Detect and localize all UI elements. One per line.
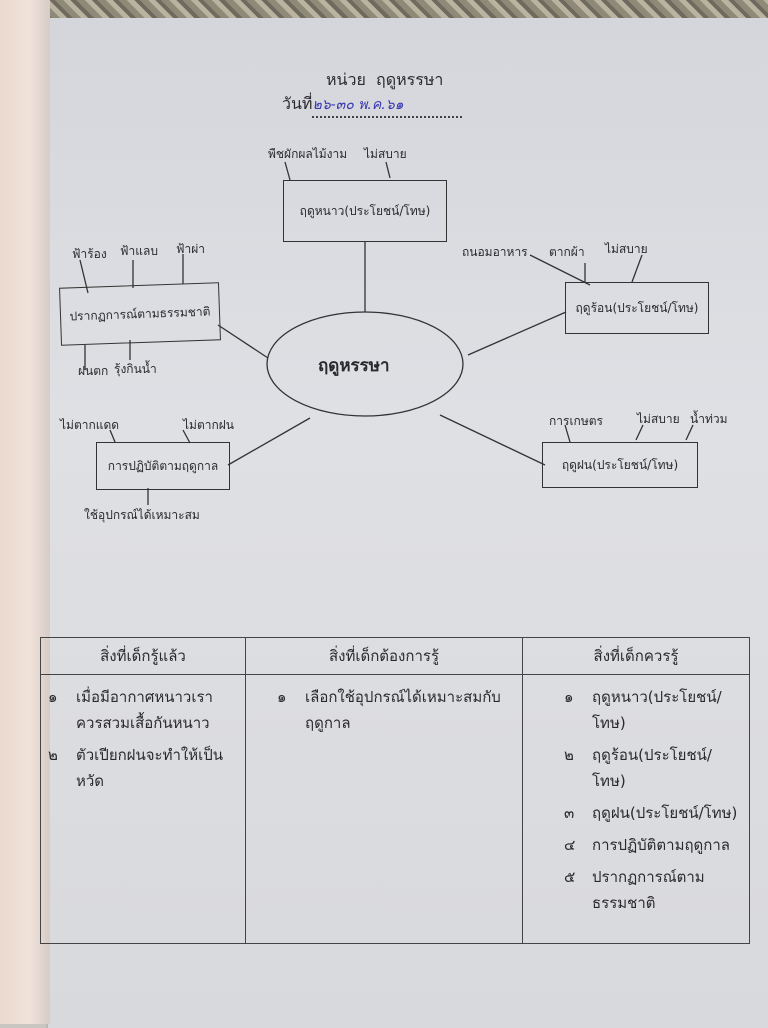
unit-label: หน่วย ฤดูหรรษา (326, 70, 444, 89)
list-item: ๑ฤดูหนาว(ประโยชน์/โทษ) (564, 688, 722, 732)
summer-leaf: ตากผ้า (549, 245, 585, 259)
list-item: ๕ปรากฏการณ์ตามธรรมชาติ (564, 868, 705, 912)
list-item: ๒ตัวเปียกฝนจะทำให้เป็นหวัด (48, 746, 223, 790)
nature-leaf: ฟ้าแลบ (120, 244, 158, 258)
rainy-leaf: ไม่สบาย (637, 412, 680, 426)
practice-box: การปฏิบัติตามฤดูกาล (96, 442, 230, 490)
practice-leaf: ใช้อุปกรณ์ได้เหมาะสม (84, 508, 200, 522)
practice-leaf: ไม่ตากแดด (60, 418, 120, 432)
summer-leaf: ไม่สบาย (605, 242, 648, 256)
nature-leaf: ฝนตก (78, 364, 109, 378)
kwl-table: สิ่งที่เด็กรู้แล้ว สิ่งที่เด็กต้องการรู้… (40, 637, 750, 944)
nature-leaf: ฟ้าผ่า (176, 242, 206, 256)
rainy-leaf: น้ำท่วม (690, 412, 728, 426)
summer-box: ฤดูร้อน(ประโยชน์/โทษ) (565, 282, 709, 334)
list-item: ๑เลือกใช้อุปกรณ์ได้เหมาะสมกับฤดูกาล (277, 688, 501, 732)
practice-leaf: ไม่ตากฝน (183, 418, 234, 432)
mindmap-lines (79, 161, 694, 505)
rainy-leaf: การเกษตร (549, 414, 603, 428)
table-header: สิ่งที่เด็กรู้แล้ว (40, 637, 246, 675)
nature-box: ปรากฏการณ์ตามธรรมชาติ (59, 282, 221, 346)
winter-leaf: ไม่สบาย (364, 147, 407, 161)
date-line: วันที่๒๖-๓๐ พ.ค.๖๑ (282, 92, 463, 118)
center-topic: ฤดูหรรษา (318, 356, 390, 376)
winter-leaf: พืชผักผลไม้งาม (268, 147, 348, 161)
should-cell: ๑ฤดูหนาว(ประโยชน์/โทษ) ๒ฤดูร้อน(ประโยชน์… (522, 674, 750, 944)
list-item: ๔การปฏิบัติตามฤดูกาล (564, 836, 730, 854)
date-value: ๒๖-๓๐ พ.ค.๖๑ (312, 94, 463, 118)
nature-leaf: รุ้งกินน้ำ (114, 362, 157, 376)
list-item: ๓ฤดูฝน(ประโยชน์/โทษ) (564, 804, 738, 822)
want-cell: ๑เลือกใช้อุปกรณ์ได้เหมาะสมกับฤดูกาล (245, 674, 523, 944)
table-header: สิ่งที่เด็กต้องการรู้ (245, 637, 523, 675)
list-item: ๑เมื่อมีอากาศหนาวเราควรสวมเสื้อกันหนาว (48, 688, 213, 732)
list-item: ๒ฤดูร้อน(ประโยชน์/โทษ) (564, 746, 712, 790)
known-cell: ๑เมื่อมีอากาศหนาวเราควรสวมเสื้อกันหนาว ๒… (40, 674, 246, 944)
nature-leaf: ฟ้าร้อง (72, 247, 107, 261)
winter-box: ฤดูหนาว(ประโยชน์/โทษ) (283, 180, 447, 242)
summer-leaf: ถนอมอาหาร (462, 245, 528, 259)
table-header: สิ่งที่เด็กควรรู้ (522, 637, 750, 675)
rainy-box: ฤดูฝน(ประโยชน์/โทษ) (542, 442, 698, 488)
